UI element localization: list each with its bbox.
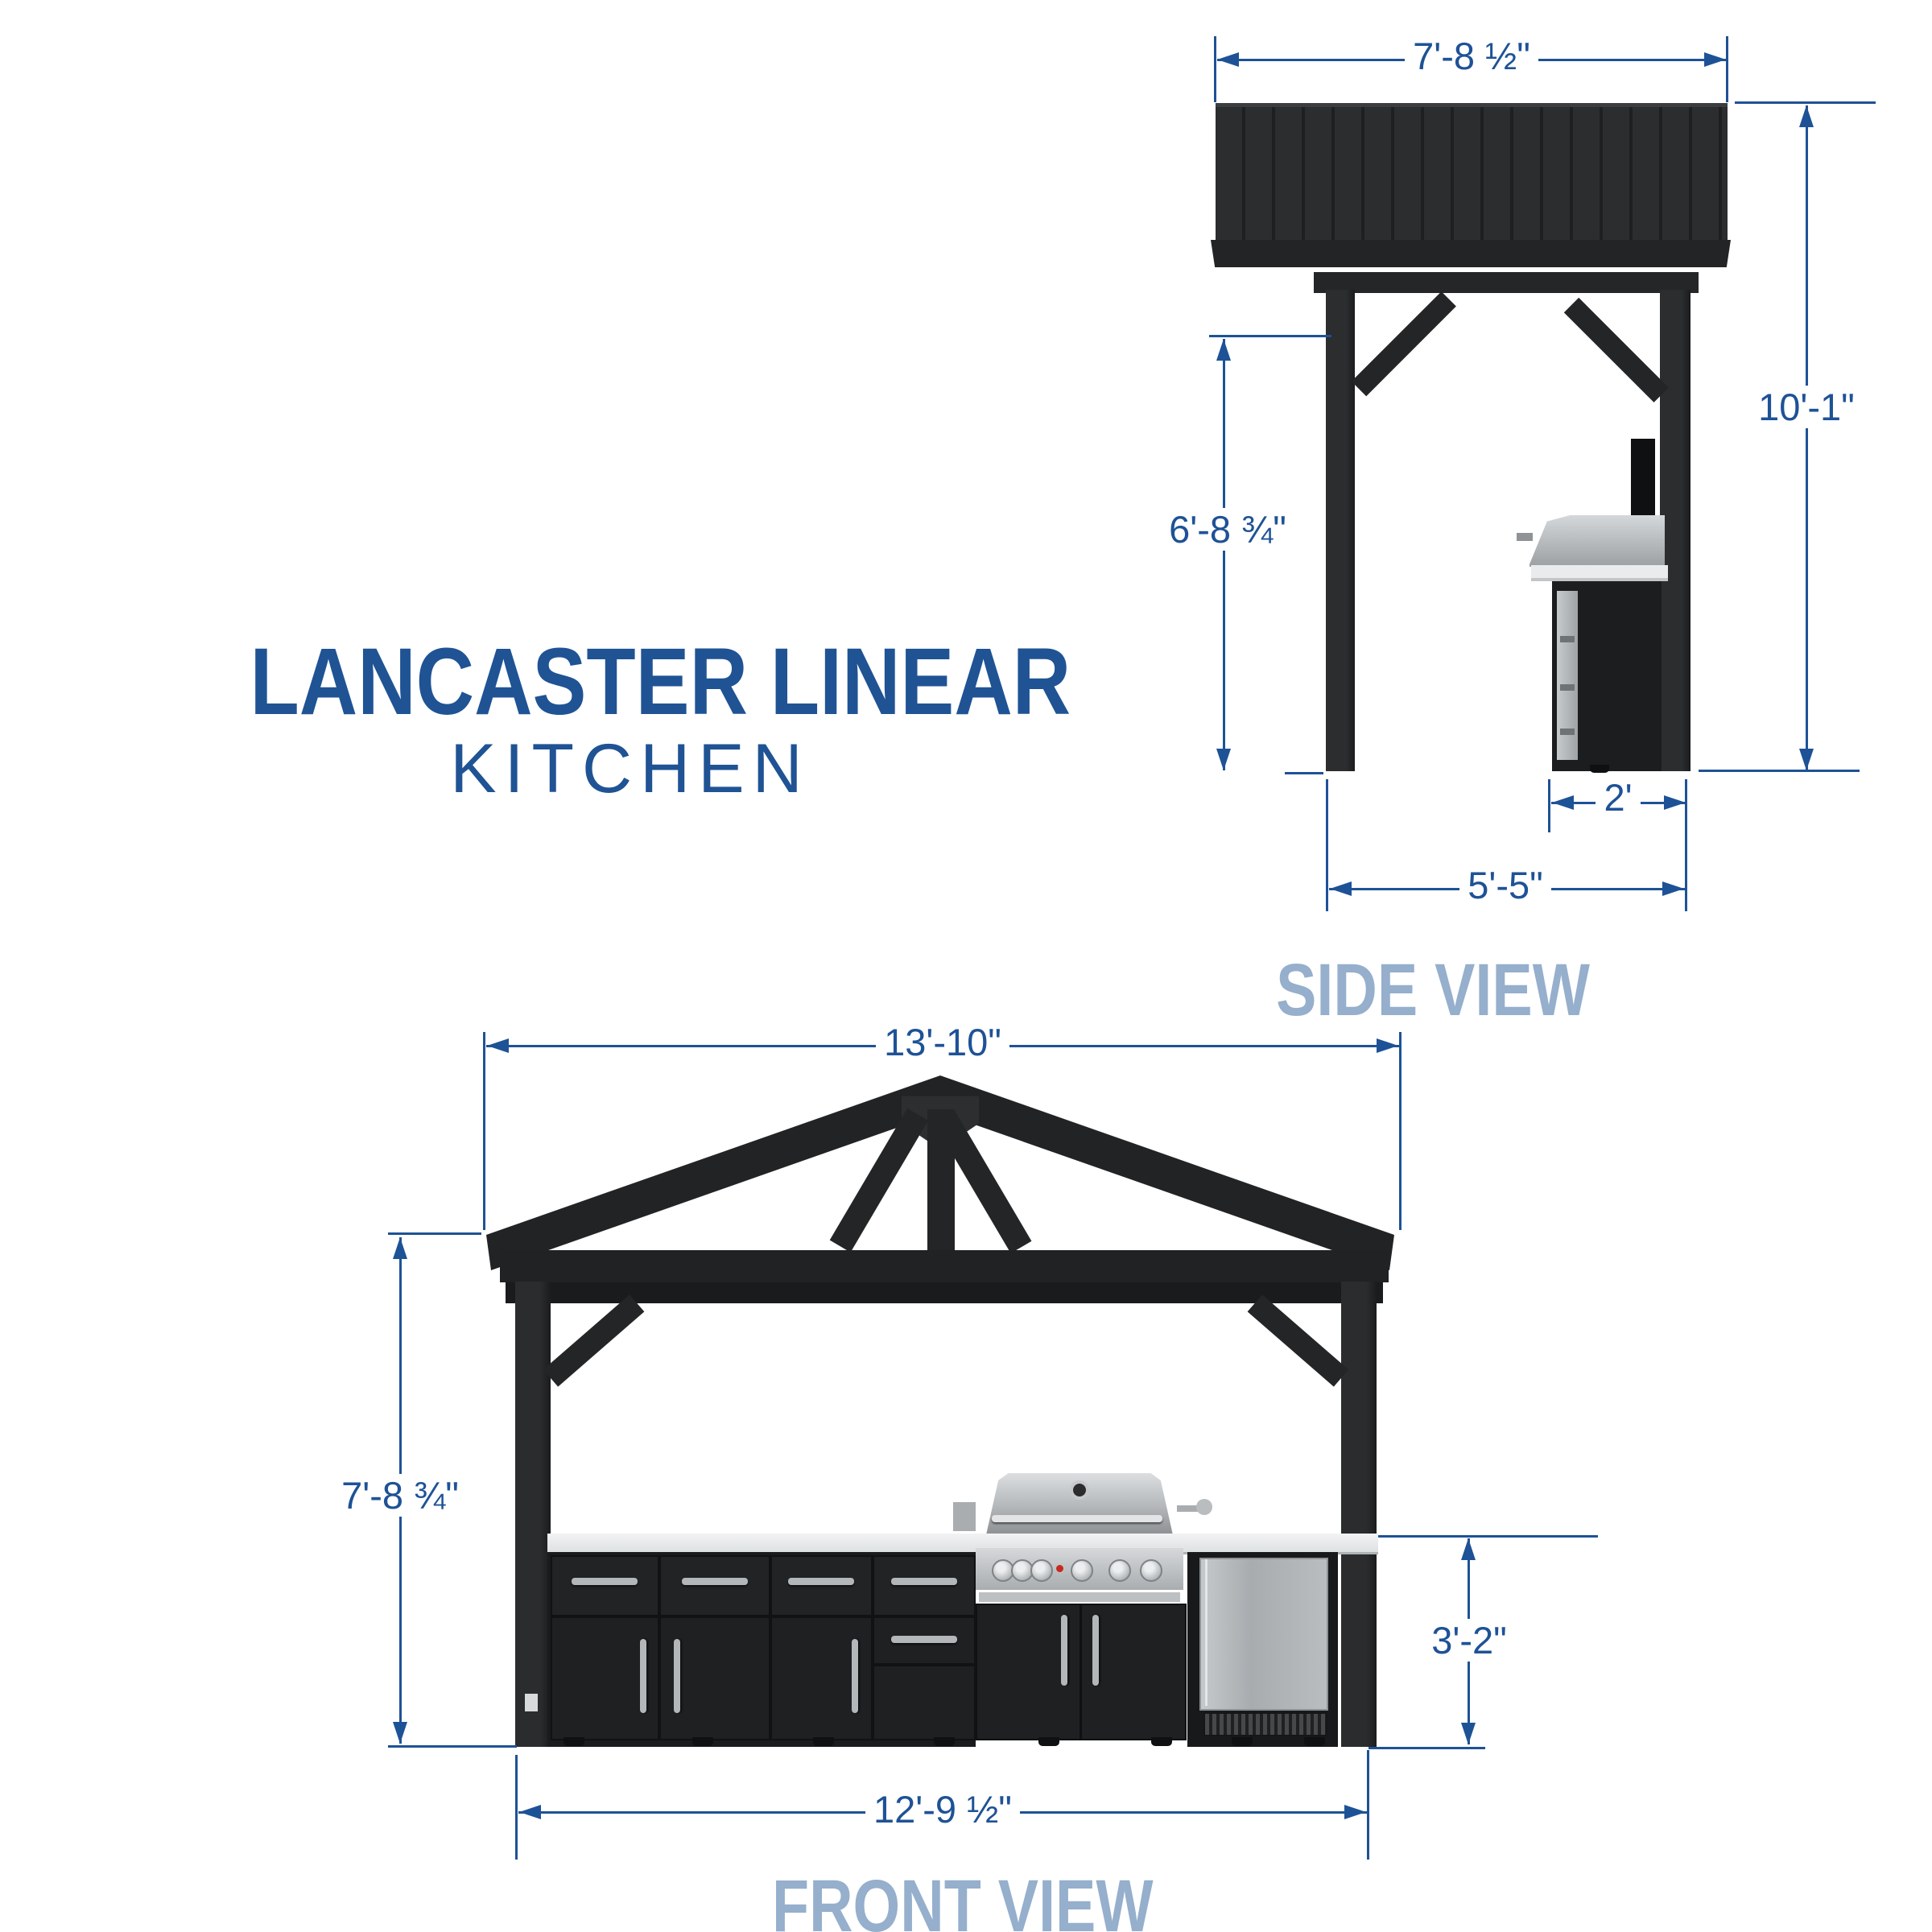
grill-igniter-button	[1056, 1565, 1063, 1572]
front-view-label: FRONT VIEW	[772, 1865, 1154, 1932]
drawer	[551, 1555, 659, 1616]
grill-rotisserie-motor	[953, 1502, 976, 1531]
front-left-post	[515, 1282, 551, 1747]
grill-control-panel	[976, 1548, 1183, 1590]
drawer	[770, 1555, 873, 1616]
drawer	[873, 1555, 976, 1616]
side-cabinet-foot	[1590, 765, 1609, 773]
grill-tray-bar	[979, 1592, 1180, 1602]
side-countertop	[1531, 565, 1668, 581]
side-roof-panel	[1216, 103, 1728, 244]
drawer	[659, 1555, 770, 1616]
fridge-cabinet	[1187, 1552, 1338, 1747]
cabinet-door	[659, 1616, 770, 1740]
cabinet-block-left	[547, 1552, 976, 1747]
front-right-knee-brace	[1247, 1294, 1349, 1387]
front-left-knee-brace	[543, 1294, 645, 1387]
grill-rotisserie-rod	[1177, 1505, 1199, 1512]
side-roof-fascia	[1211, 240, 1731, 267]
grill-thermometer	[1070, 1480, 1089, 1500]
front-right-post	[1341, 1282, 1377, 1747]
fridge-vent-grille	[1203, 1712, 1327, 1736]
side-left-knee-brace	[1351, 291, 1456, 397]
grill-hood-handle	[992, 1515, 1162, 1522]
side-left-post	[1326, 290, 1355, 771]
side-cabinet-frame-notch	[1560, 636, 1575, 642]
fridge-hinge-line	[1205, 1559, 1208, 1706]
side-right-knee-brace	[1563, 297, 1669, 402]
post-label-badge	[525, 1694, 538, 1711]
drawer	[873, 1616, 976, 1665]
side-header-beam	[1314, 272, 1699, 293]
cabinet-door	[770, 1616, 873, 1740]
side-cabinet-frame-notch	[1560, 729, 1575, 735]
fridge-door	[1199, 1558, 1328, 1711]
side-grill-head	[1530, 515, 1665, 567]
cabinet-door	[873, 1665, 976, 1740]
side-view-label: SIDE VIEW	[1276, 949, 1590, 1031]
grill-cabinet-doors	[976, 1604, 1187, 1740]
grill-rotisserie-knob	[1196, 1499, 1212, 1515]
cabinet-door	[551, 1616, 659, 1740]
front-top-plate	[500, 1250, 1389, 1282]
side-grill-vent-hood	[1631, 439, 1655, 519]
side-grill-handle	[1517, 533, 1533, 541]
page-title: LANCASTER LINEAR	[250, 629, 1071, 735]
page-subtitle: KITCHEN	[450, 730, 811, 807]
side-cabinet-frame-notch	[1560, 684, 1575, 691]
side-right-post	[1660, 290, 1690, 771]
front-rim-band	[506, 1282, 1383, 1303]
